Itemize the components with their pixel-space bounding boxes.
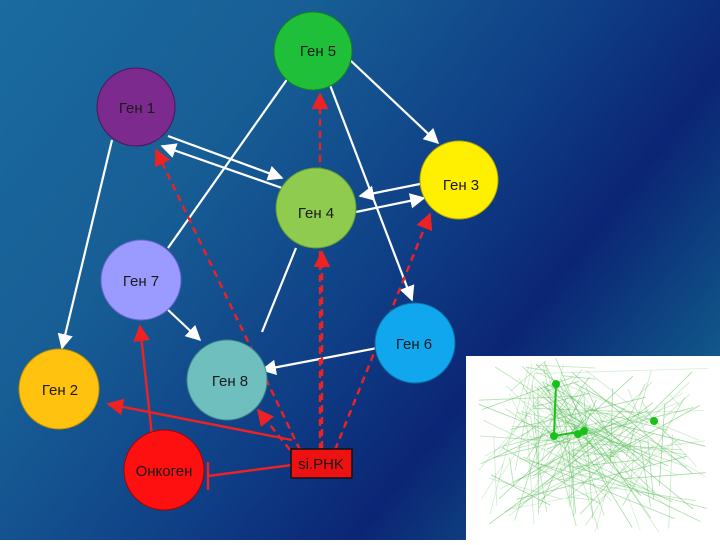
- inset-hub-dot: [650, 417, 658, 425]
- node-gene8[interactable]: Ген 8: [187, 340, 267, 420]
- node-gene2[interactable]: Ген 2: [19, 349, 99, 429]
- node-gene1[interactable]: Ген 1: [97, 68, 175, 146]
- node-sirna[interactable]: si.PHK: [291, 449, 352, 478]
- node-gene5[interactable]: Ген 5: [274, 12, 352, 90]
- edge-gene5-gene3: [350, 60, 438, 143]
- node-gene7-label: Ген 7: [123, 273, 159, 290]
- node-gene4-label: Ген 4: [298, 205, 334, 222]
- node-gene5-label: Ген 5: [300, 43, 336, 60]
- edge-sirna-gene8: [258, 410, 290, 450]
- edge-gene4-gene8: [262, 248, 296, 332]
- node-gene3[interactable]: Ген 3: [420, 141, 498, 219]
- edge-gene5-gene7: [168, 78, 288, 248]
- node-oncogene[interactable]: Онкоген: [124, 430, 204, 510]
- node-gene2-label: Ген 2: [42, 382, 78, 399]
- edge-gene1-gene4-a: [168, 136, 282, 178]
- edge-gene4-gene1-b: [162, 146, 282, 188]
- edge-oncogene-gene7: [140, 326, 152, 436]
- network-hairball-graphic: [466, 356, 720, 540]
- network-inset-image: [466, 356, 720, 540]
- node-gene6-label: Ген 6: [396, 336, 432, 353]
- node-gene4[interactable]: Ген 4: [276, 168, 356, 248]
- inset-network-lines: [479, 358, 708, 533]
- edge-gene4-gene3-b: [356, 198, 424, 212]
- edge-sirna-oncogene: [208, 465, 292, 476]
- node-gene6[interactable]: Ген 6: [375, 303, 455, 383]
- node-gene3-label: Ген 3: [443, 177, 479, 194]
- node-oncogene-label: Онкоген: [136, 463, 193, 480]
- node-sirna-label: si.PHK: [298, 456, 344, 473]
- edge-gene7-gene8: [166, 308, 200, 340]
- node-gene7[interactable]: Ген 7: [101, 240, 181, 320]
- edge-gene1-gene2: [62, 140, 112, 348]
- node-gene8-label: Ген 8: [212, 373, 248, 390]
- node-gene1-label: Ген 1: [119, 100, 155, 117]
